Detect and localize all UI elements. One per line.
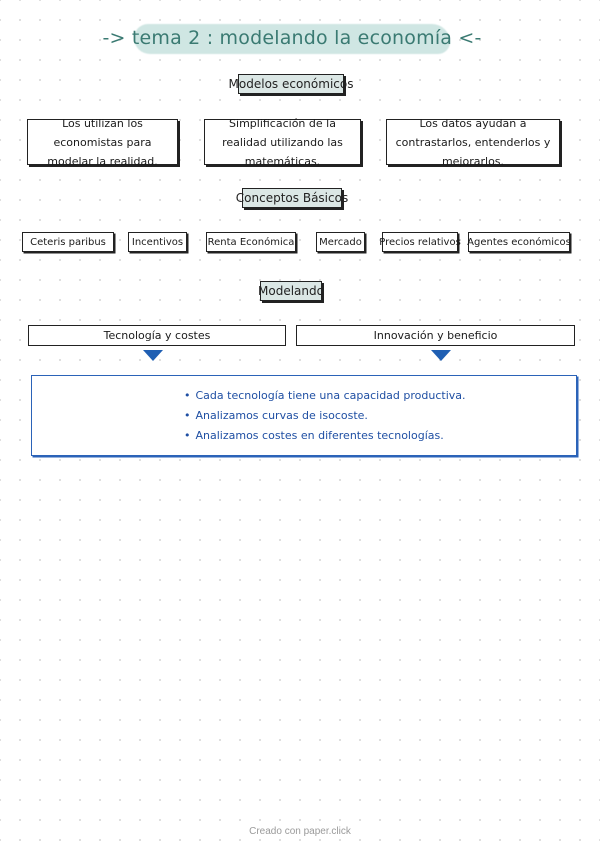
arrow-down-icon	[431, 350, 451, 361]
section-label-modelando: Modelando	[258, 281, 324, 301]
section-label-modelos: Modelos económicos	[229, 74, 353, 94]
list-item: Analizamos costes en diferentes tecnolog…	[184, 426, 466, 446]
tag-renta-economica: Renta Económica	[206, 232, 296, 252]
tag-precios-relativos: Precios relativos	[379, 232, 461, 252]
page-title: -> tema 2 : modelando la economía <-	[102, 27, 482, 49]
page-title-block: -> tema 2 : modelando la economía <-	[102, 20, 482, 56]
list-item-text: Cada tecnología tiene una capacidad prod…	[195, 389, 466, 402]
column-header-tecnologia: Tecnología y costes	[28, 325, 286, 346]
footer-credit: Creado con paper.click	[249, 826, 351, 837]
tag-incentivos: Incentivos	[128, 232, 187, 252]
tecnologia-notes-panel: Cada tecnología tiene una capacidad prod…	[31, 375, 577, 456]
section-label-conceptos: Conceptos Básicos	[236, 188, 348, 208]
tag-mercado: Mercado	[316, 232, 365, 252]
notes-list: Cada tecnología tiene una capacidad prod…	[184, 386, 466, 446]
list-item-text: Analizamos costes en diferentes tecnolog…	[195, 429, 444, 442]
tag-agentes-economicos: Agentes económicos	[467, 232, 571, 252]
list-item: Cada tecnología tiene una capacidad prod…	[184, 386, 466, 406]
column-header-innovacion: Innovación y beneficio	[296, 325, 575, 346]
info-box-simplification: Simplificación de la realidad utilizando…	[204, 117, 361, 168]
list-item: Analizamos curvas de isocoste.	[184, 406, 466, 426]
title-highlight	[134, 24, 450, 54]
tag-ceteris-paribus: Ceteris paribus	[22, 232, 114, 252]
list-item-text: Analizamos curvas de isocoste.	[195, 409, 368, 422]
arrow-down-icon	[143, 350, 163, 361]
info-box-data: Los datos ayudan a contrastarlos, entend…	[386, 117, 560, 168]
info-box-economists: Los utilizan los economistas para modela…	[27, 117, 178, 168]
